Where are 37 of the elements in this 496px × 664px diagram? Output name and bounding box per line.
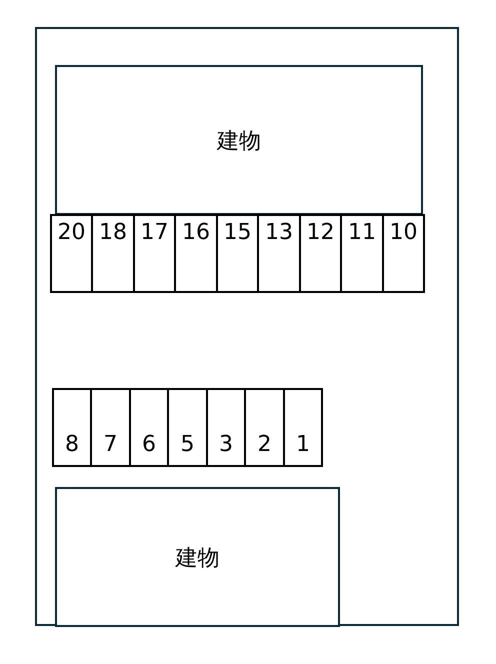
space-number: 7 bbox=[102, 432, 118, 457]
building-box bbox=[55, 65, 423, 215]
parking-space bbox=[206, 388, 246, 467]
parking-space bbox=[340, 214, 384, 293]
parking-lot-outline bbox=[35, 27, 459, 626]
parking-space bbox=[174, 214, 218, 293]
space-number: 5 bbox=[180, 432, 196, 457]
space-number: 11 bbox=[347, 220, 377, 245]
space-number: 2 bbox=[256, 432, 272, 457]
parking-space bbox=[216, 214, 259, 293]
parking-space bbox=[382, 214, 425, 293]
parking-space bbox=[299, 214, 342, 293]
building-box bbox=[55, 487, 340, 627]
space-number: 13 bbox=[264, 220, 294, 245]
parking-space bbox=[257, 214, 301, 293]
parking-space bbox=[52, 388, 92, 467]
parking-space bbox=[129, 388, 169, 467]
building-label: 建物 bbox=[216, 128, 262, 156]
parking-space bbox=[91, 214, 135, 293]
space-number: 3 bbox=[218, 432, 234, 457]
parking-space bbox=[133, 214, 176, 293]
space-number: 15 bbox=[222, 220, 252, 245]
space-number: 6 bbox=[141, 432, 157, 457]
space-number: 17 bbox=[140, 220, 170, 245]
space-number: 1 bbox=[295, 432, 311, 457]
space-number: 12 bbox=[306, 220, 336, 245]
space-number: 16 bbox=[181, 220, 211, 245]
parking-space bbox=[167, 388, 208, 467]
space-number: 18 bbox=[98, 220, 128, 245]
space-number: 10 bbox=[388, 220, 418, 245]
parking-space bbox=[90, 388, 131, 467]
parking-space bbox=[244, 388, 285, 467]
space-number: 8 bbox=[64, 432, 80, 457]
parking-space bbox=[283, 388, 323, 467]
building-label: 建物 bbox=[174, 545, 220, 573]
space-number: 20 bbox=[56, 220, 86, 245]
parking-space bbox=[50, 214, 93, 293]
